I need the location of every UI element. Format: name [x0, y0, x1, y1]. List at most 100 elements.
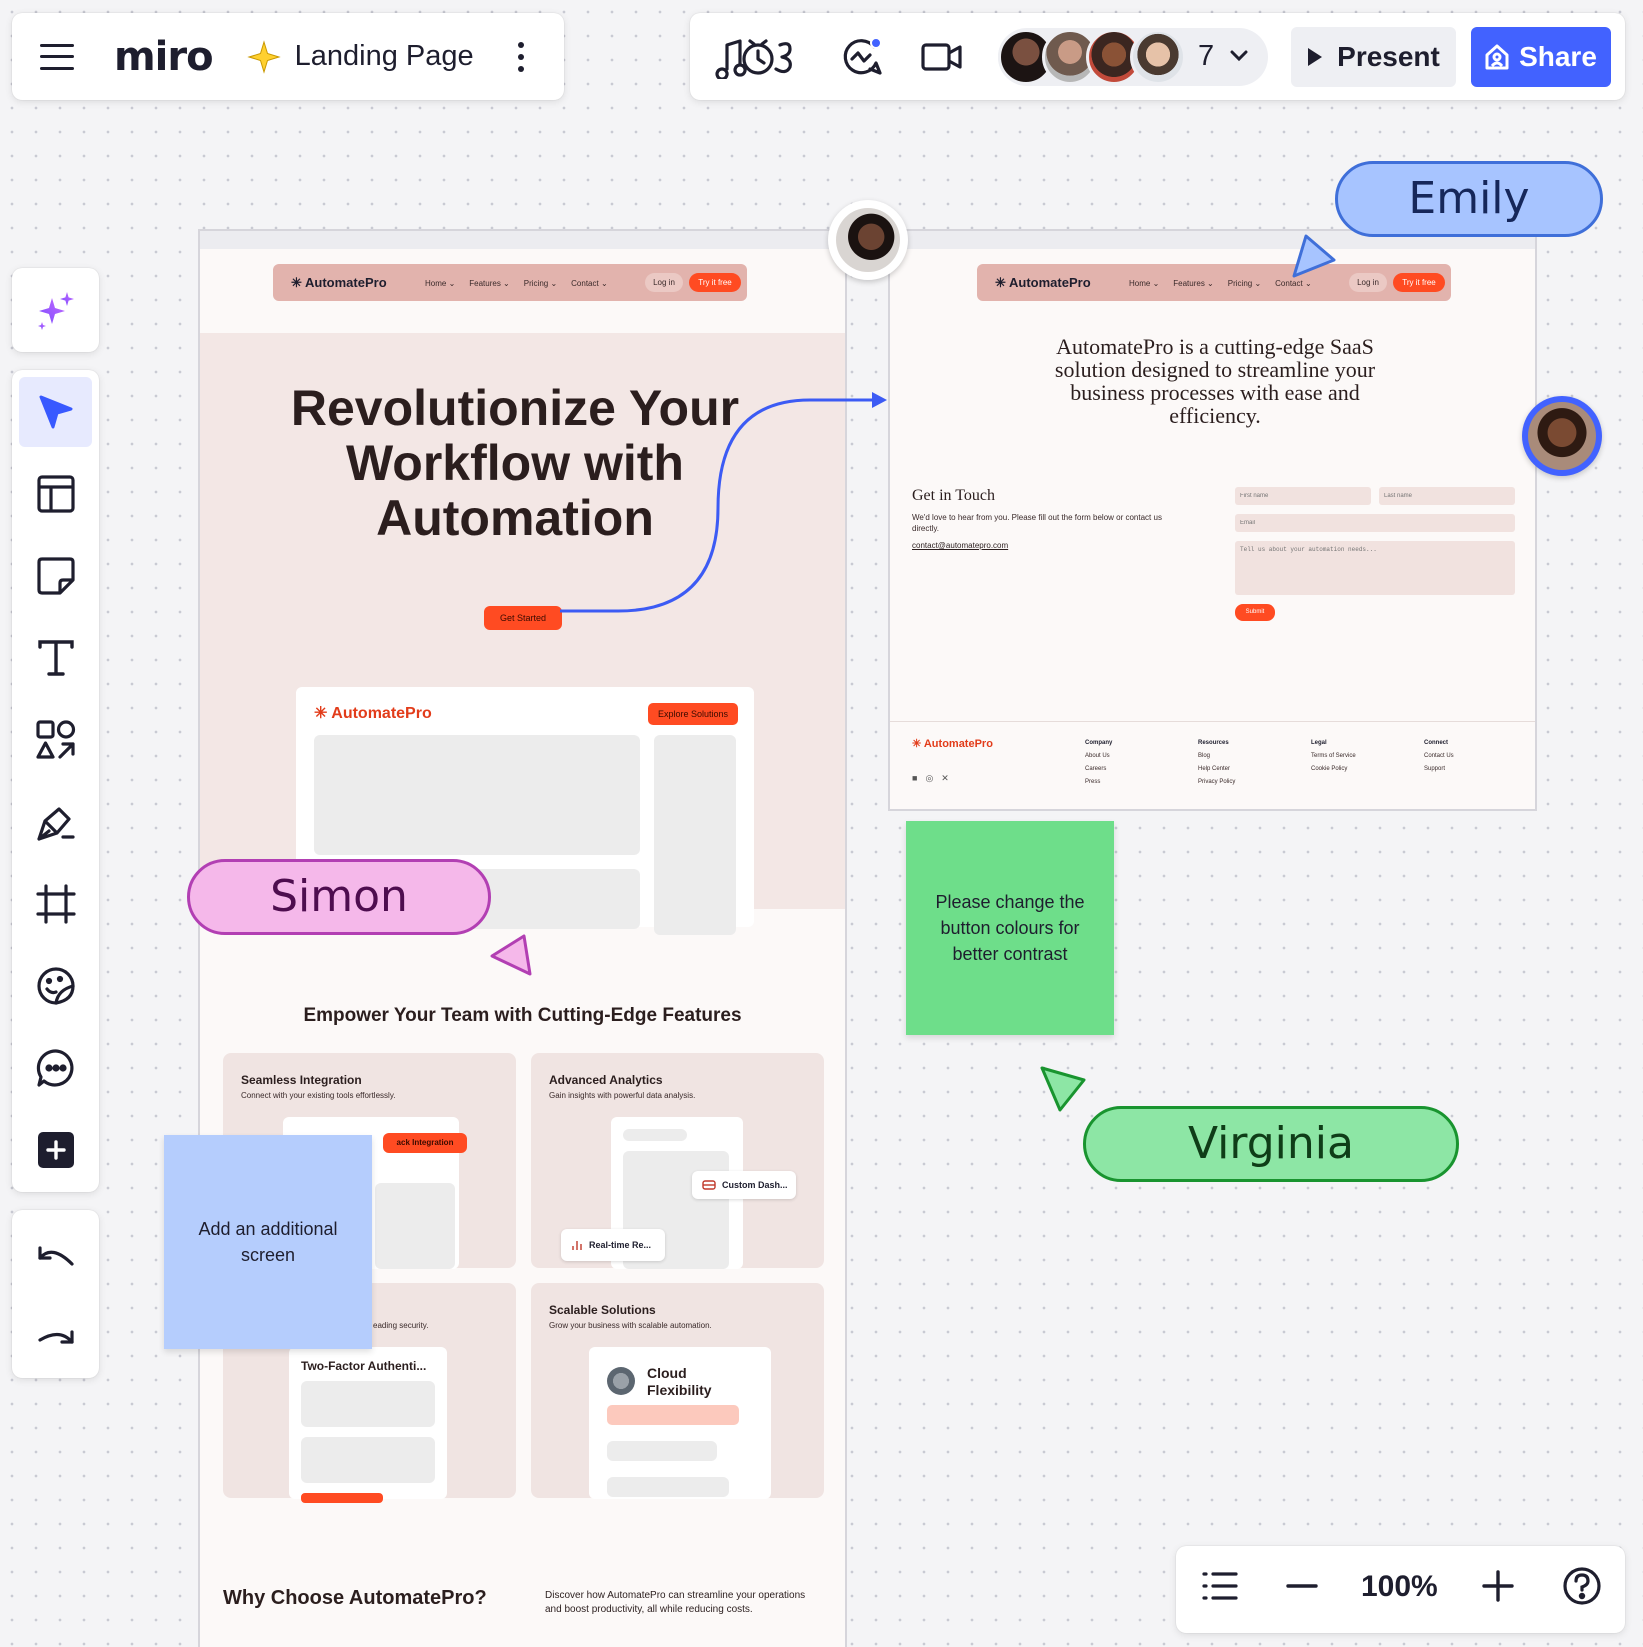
cursor-label-virginia: Virginia — [1083, 1106, 1459, 1182]
ai-sparkle-icon[interactable] — [34, 288, 78, 332]
nav-login-button[interactable]: Log in — [645, 273, 683, 292]
footer-link[interactable]: Privacy Policy — [1198, 779, 1236, 785]
frame-tool[interactable] — [19, 869, 92, 939]
footer-link[interactable]: Press — [1085, 779, 1101, 785]
templates-icon — [36, 475, 75, 513]
collaborator-count: 7 — [1198, 40, 1215, 72]
sticky-note-blue[interactable]: Add an additional screen — [164, 1135, 372, 1349]
nav-login-button[interactable]: Log in — [1349, 273, 1387, 292]
footer-link[interactable]: About Us — [1085, 753, 1110, 759]
zoom-out-icon[interactable] — [1282, 1566, 1322, 1606]
sticky-note-icon — [36, 557, 75, 595]
nav-link-home[interactable]: Home ⌄ — [1129, 279, 1160, 288]
templates-tool[interactable] — [19, 459, 92, 529]
footer-social: ■ ◎ ✕ — [912, 773, 949, 784]
real-time-label: Real-time Re... — [589, 1240, 652, 1250]
feature-card: Scalable Solutions Grow your business wi… — [531, 1283, 824, 1499]
footer-link[interactable]: Terms of Service — [1311, 753, 1356, 759]
mock-placeholder — [607, 1405, 739, 1425]
undo-button[interactable] — [19, 1222, 92, 1292]
last-name-input[interactable] — [1379, 487, 1515, 505]
share-button[interactable]: Share — [1471, 27, 1611, 87]
footer-column: Connect Contact Us Support — [1424, 737, 1505, 789]
nav-link-features[interactable]: Features ⌄ — [1173, 279, 1214, 288]
avatar[interactable] — [1130, 29, 1186, 85]
email-input[interactable] — [1235, 514, 1515, 532]
sticker-icon — [36, 967, 75, 1005]
contact-desc: We'd love to hear from you. Please fill … — [912, 513, 1162, 533]
footer-column-title: Connect — [1424, 740, 1448, 746]
contact-email-link[interactable]: contact@automatepro.com — [912, 541, 1009, 550]
sticky-note-tool[interactable] — [19, 541, 92, 611]
collaborator-avatar-bubble[interactable] — [1522, 396, 1602, 476]
redo-button[interactable] — [19, 1300, 92, 1370]
feature-mock: Two-Factor Authenti... — [289, 1347, 447, 1503]
message-textarea[interactable] — [1235, 541, 1515, 595]
video-call-icon[interactable] — [920, 35, 964, 79]
footer-link[interactable]: Contact Us — [1424, 753, 1454, 759]
select-tool[interactable] — [19, 377, 92, 447]
preview-placeholder — [314, 735, 640, 855]
footer-link[interactable]: Blog — [1198, 753, 1211, 759]
history-panel — [12, 1210, 99, 1378]
text-tool[interactable] — [19, 623, 92, 693]
board-header: miro Landing Page — [12, 13, 564, 100]
hero-title: Revolutionize Your Workflow with Automat… — [290, 380, 740, 546]
reactions-icon[interactable] — [840, 35, 884, 79]
zoom-controls: 100% — [1176, 1546, 1625, 1633]
pen-tool[interactable] — [19, 787, 92, 857]
collaborators-group[interactable]: 7 — [998, 28, 1268, 86]
shapes-tool[interactable] — [19, 705, 92, 775]
nav-link-features[interactable]: Features ⌄ — [469, 279, 510, 288]
site-nav: ✳ AutomatePro Home ⌄ Features ⌄ Pricing … — [977, 264, 1451, 301]
nav-link-pricing[interactable]: Pricing ⌄ — [523, 279, 558, 288]
sticker-tool[interactable] — [19, 951, 92, 1021]
nav-link-home[interactable]: Home ⌄ — [425, 279, 456, 288]
comment-tool[interactable] — [19, 1033, 92, 1103]
nav-link-contact[interactable]: Contact ⌄ — [571, 279, 608, 288]
feature-title: Advanced Analytics — [549, 1073, 663, 1087]
footer-link[interactable]: Support — [1424, 766, 1446, 772]
real-time-chip: Real-time Re... — [561, 1229, 665, 1261]
list-view-icon[interactable] — [1200, 1566, 1240, 1606]
x-icon[interactable]: ✕ — [941, 773, 949, 783]
connector-arrow[interactable] — [560, 380, 900, 620]
ai-panel — [12, 268, 99, 352]
zoom-in-icon[interactable] — [1478, 1566, 1518, 1606]
instagram-icon[interactable]: ◎ — [925, 773, 934, 783]
first-name-input[interactable] — [1235, 487, 1371, 505]
chevron-down-icon[interactable] — [1230, 49, 1248, 63]
explore-solutions-button[interactable]: Explore Solutions — [648, 703, 738, 725]
collaborator-avatar-bubble[interactable] — [828, 200, 908, 280]
zoom-level[interactable]: 100% — [1361, 1570, 1438, 1603]
present-button[interactable]: Present — [1291, 27, 1456, 87]
why-title: Why Choose AutomatePro? — [223, 1587, 487, 1609]
custom-dashboard-chip: Custom Dash... — [692, 1171, 796, 1199]
board-options-icon[interactable] — [518, 41, 524, 72]
sticky-note-green[interactable]: Please change the button colours for bet… — [906, 821, 1114, 1035]
nav-try-button[interactable]: Try it free — [1393, 273, 1445, 292]
main-menu-icon[interactable] — [40, 42, 74, 72]
miro-logo: miro — [114, 33, 214, 80]
timer-music-icon[interactable] — [714, 35, 798, 79]
submit-button[interactable]: Submit — [1235, 604, 1275, 621]
nav-try-button[interactable]: Try it free — [689, 273, 741, 292]
footer-link[interactable]: Cookie Policy — [1311, 766, 1348, 772]
footer-brand: ✳ AutomatePro — [912, 738, 993, 750]
board-name[interactable]: Landing Page — [294, 40, 474, 72]
footer-link[interactable]: Careers — [1085, 766, 1107, 772]
footer-column-title: Company — [1085, 740, 1113, 746]
cursor-virginia-icon — [1040, 1066, 1086, 1112]
footer-link[interactable]: Help Center — [1198, 766, 1231, 772]
more-apps-tool[interactable] — [19, 1115, 92, 1185]
facebook-icon[interactable]: ■ — [912, 773, 918, 783]
frame-contact-page[interactable]: ✳ AutomatePro Home ⌄ Features ⌄ Pricing … — [888, 229, 1537, 811]
intro-text: AutomatePro is a cutting-edge SaaS solut… — [1054, 334, 1376, 428]
nav-link-contact[interactable]: Contact ⌄ — [1275, 279, 1312, 288]
cloud-avatar — [607, 1367, 635, 1395]
comment-icon — [36, 1049, 73, 1087]
get-started-button[interactable]: Get Started — [484, 606, 562, 630]
nav-link-pricing[interactable]: Pricing ⌄ — [1227, 279, 1262, 288]
cursor-emily-icon — [1292, 234, 1336, 278]
help-icon[interactable] — [1562, 1566, 1602, 1606]
